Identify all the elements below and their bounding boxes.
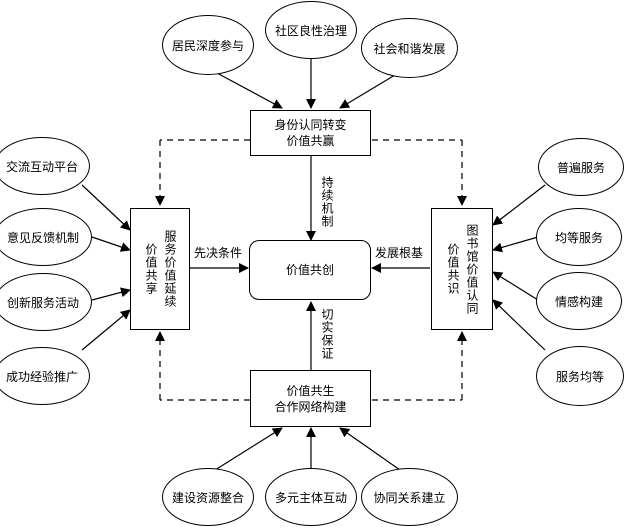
top-box: 身份认同转变 价值共赢 [250,110,371,156]
arrow-right-oval-1 [492,184,546,226]
arrow-right-oval-2 [492,236,539,253]
arrow-bottom-oval-1 [214,427,283,471]
arrow-left-oval-1 [81,184,131,231]
arrow-bottom-oval-3 [339,427,401,471]
oval-right-2-label: 均等服务 [554,230,603,245]
oval-bottom-3-label: 协同关系建立 [373,490,446,505]
oval-bottom-2: 多元主体互动 [265,468,357,526]
edge-label-left: 先决条件 [194,246,243,261]
top-box-line2: 价值共赢 [286,134,335,148]
top-box-line1: 身份认同转变 [274,118,347,132]
oval-right-2: 均等服务 [536,208,622,266]
oval-left-4-label: 成功经验推广 [5,369,78,384]
arrow-top-oval-3 [339,71,401,109]
oval-top-1: 居民深度参与 [162,15,254,75]
arrow-right-oval-3 [492,271,539,301]
left-box-col2: 价值共享 [144,243,158,295]
oval-right-1-label: 普遍服务 [556,160,605,175]
oval-top-1-label: 居民深度参与 [171,38,244,53]
right-box-col2: 价值共识 [446,243,460,295]
oval-bottom-2-label: 多元主体互动 [274,490,347,505]
center-label: 价值共创 [285,263,334,277]
oval-left-3: 创新服务活动 [0,273,92,331]
oval-right-4: 服务均等 [536,346,624,406]
left-box: 服务价值延续 价值共享 [130,208,190,330]
bottom-box-line1: 价值共生 [286,383,335,398]
center-box: 价值共创 [249,240,371,300]
right-box-col1: 图书馆价值认同 [465,223,479,315]
oval-left-3-label: 创新服务活动 [6,295,79,310]
arrow-left-oval-2 [91,236,131,252]
oval-top-3: 社会和谐发展 [361,18,458,78]
oval-top-2: 社区良性治理 [265,1,357,59]
left-box-col1: 服务价值延续 [163,230,177,308]
arrow-left-oval-3 [91,287,131,301]
oval-right-1: 普遍服务 [538,138,624,196]
arrow-left-oval-4 [81,309,131,351]
oval-top-2-label: 社区良性治理 [274,23,347,38]
edge-label-bottom: 切实保证 [319,308,334,360]
oval-right-3: 情感构建 [536,272,622,330]
bottom-box: 价值共生 合作网络构建 [250,370,371,427]
bottom-box-line2: 合作网络构建 [274,399,347,414]
oval-left-1-label: 交流互动平台 [5,159,78,174]
oval-top-3-label: 社会和谐发展 [373,41,446,56]
oval-bottom-1-label: 建设资源整合 [171,490,244,505]
oval-left-2-label: 意见反馈机制 [6,230,79,245]
edge-label-top: 持续机制 [319,176,334,228]
right-box: 图书馆价值认同 价值共识 [431,208,493,330]
oval-left-2: 意见反馈机制 [0,208,92,266]
oval-bottom-1: 建设资源整合 [162,468,254,526]
oval-left-1: 交流互动平台 [0,137,90,195]
arrow-top-oval-1 [214,71,283,109]
oval-right-4-label: 服务均等 [555,369,604,384]
oval-left-4: 成功经验推广 [0,347,90,405]
oval-right-3-label: 情感构建 [554,294,603,309]
oval-bottom-3: 协同关系建立 [361,468,458,526]
edge-label-right: 发展根基 [375,246,424,261]
arrow-right-oval-4 [492,299,546,351]
